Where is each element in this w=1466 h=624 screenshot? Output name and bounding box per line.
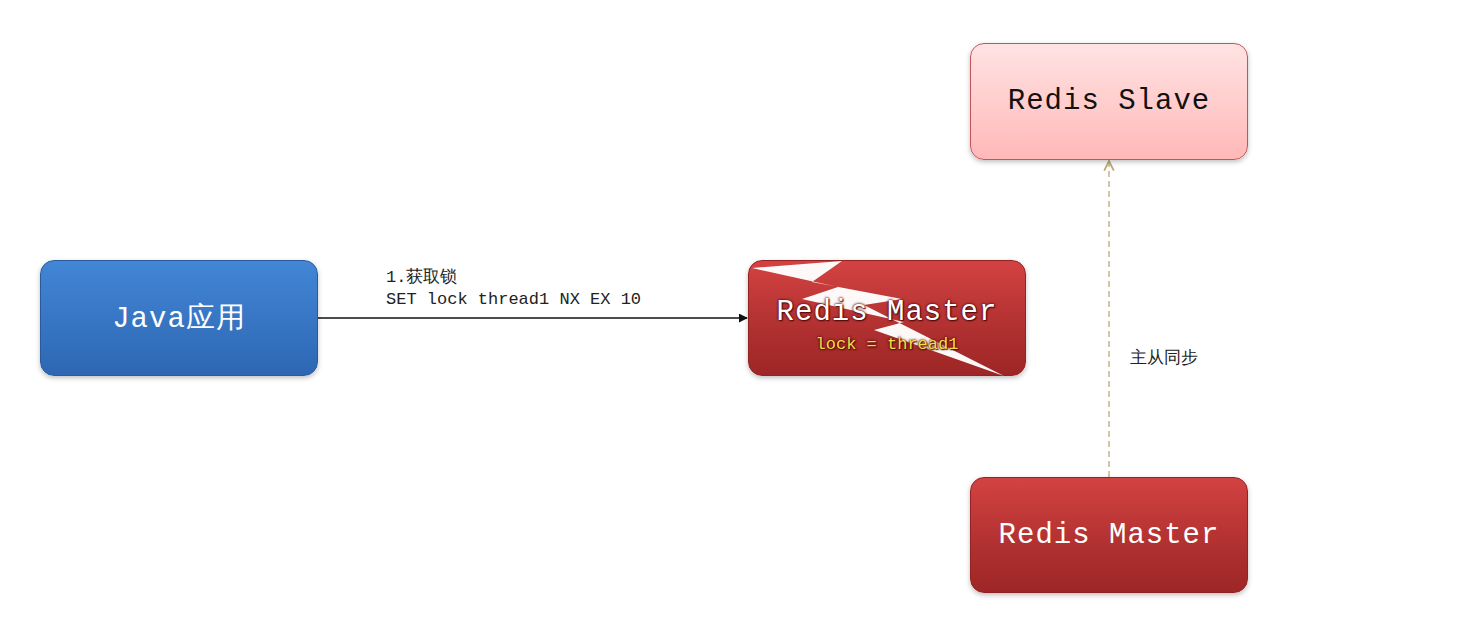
- master-box: Redis Master lock = thread1: [748, 260, 1026, 376]
- node-title: Redis Master: [777, 296, 998, 329]
- sync-arrow: [1108, 161, 1109, 477]
- node-title: Redis Master: [999, 519, 1220, 552]
- lock-value: lock = thread1: [816, 335, 959, 354]
- app-box: Java应用: [40, 260, 318, 376]
- slave-box: Redis Slave: [970, 43, 1248, 160]
- master-box: Redis Master: [970, 477, 1248, 593]
- command-text: SET lock thread1 NX EX 10: [384, 290, 643, 309]
- lightning-bolt: [752, 261, 1004, 376]
- step-label: 1.获取锁: [384, 265, 459, 288]
- sync-label: 主从同步: [1128, 346, 1200, 369]
- node-title: Java应用: [112, 298, 246, 338]
- node-title: Redis Slave: [1008, 85, 1210, 118]
- request-arrow: [318, 317, 747, 318]
